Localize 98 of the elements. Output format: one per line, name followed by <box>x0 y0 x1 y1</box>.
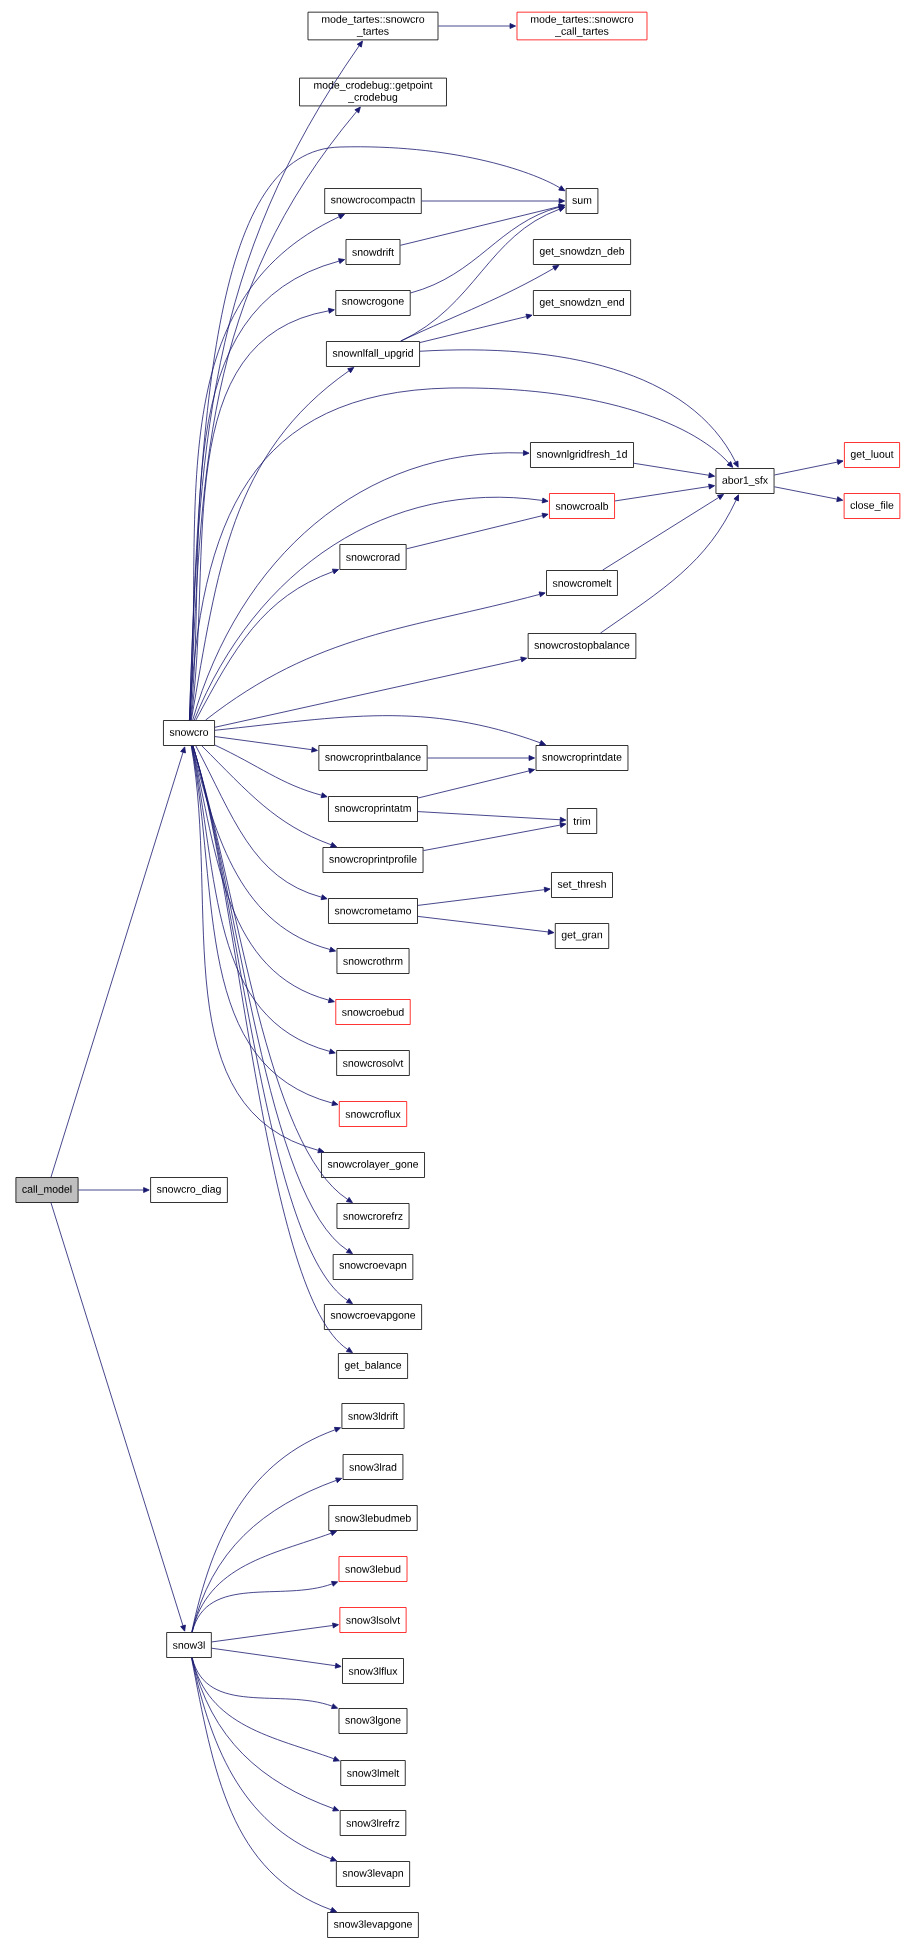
arrow <box>193 496 549 721</box>
function-box: snowcroprintatm <box>328 796 418 822</box>
arrow <box>201 745 337 848</box>
function-box: snownlgridfresh_1d <box>530 442 634 468</box>
function-box: close_file <box>843 493 901 519</box>
function-box: snow3lrad <box>342 1454 404 1480</box>
function-box: get_gran <box>554 923 610 949</box>
arrow <box>427 755 535 761</box>
function-box: snow3levapgone <box>327 1912 419 1938</box>
function-box: snowcroprintdate <box>535 745 629 771</box>
function-box: snowcrostopbalance <box>527 633 637 659</box>
arrow <box>192 450 530 721</box>
arrow <box>214 656 528 728</box>
arrow <box>191 745 339 1106</box>
arrow <box>417 811 567 823</box>
arrow <box>400 265 560 342</box>
arrow <box>417 768 536 799</box>
function-box: snowcroalb <box>549 493 615 519</box>
arrow <box>417 916 555 935</box>
function-box: snowcroprintprofile <box>322 847 424 873</box>
arrow <box>400 203 566 246</box>
arrow <box>406 512 549 550</box>
function-box: sum <box>565 188 599 214</box>
function-box: call_model <box>15 1177 79 1203</box>
arrow <box>633 462 715 479</box>
function-box: get_balance <box>338 1353 408 1379</box>
arrow <box>211 1647 342 1669</box>
function-box: snow3lmelt <box>340 1760 406 1786</box>
arrow <box>195 745 328 901</box>
function-box: snowdrift <box>345 239 401 265</box>
function-box: snowcrosolvt <box>336 1050 410 1076</box>
arrow <box>400 206 566 342</box>
function-box: snow3lsolvt <box>339 1607 407 1633</box>
function-box: snowcrolayer_gone <box>321 1152 425 1178</box>
function-box: snowcroevapgone <box>324 1304 422 1330</box>
function-box: get_luout <box>844 442 900 468</box>
function-box: snowcrocompactn <box>324 188 422 214</box>
function-box: snowcroprintbalance <box>318 745 428 771</box>
arrow <box>214 715 546 746</box>
function-box: snowcrometamo <box>328 898 418 924</box>
arrow <box>191 1530 337 1633</box>
arrow <box>602 494 724 571</box>
function-box: abor1_sfx <box>715 468 775 494</box>
function-box: mode_crodebug::getpoint _crodebug <box>299 77 447 107</box>
arrow <box>191 1657 338 1709</box>
function-box: mode_tartes::snowcro _call_tartes <box>516 11 648 41</box>
arrow <box>191 1657 337 1913</box>
function-box: snowcrogone <box>335 290 411 316</box>
function-box: snow3ldrift <box>341 1403 405 1429</box>
function-box: snowcrorefrz <box>336 1203 410 1229</box>
function-box: snow3lebudmeb <box>328 1505 418 1531</box>
arrow <box>191 1426 341 1633</box>
arrow <box>438 23 516 29</box>
arrow <box>774 459 844 476</box>
arrow <box>419 313 533 343</box>
arrow <box>419 349 739 468</box>
arrow <box>195 568 339 721</box>
function-box: snow3lflux <box>342 1658 404 1684</box>
arrow <box>190 367 355 721</box>
function-box: snownlfall_upgrid <box>326 341 420 367</box>
arrow <box>191 1581 338 1633</box>
arrow <box>214 736 318 753</box>
function-box: trim <box>566 808 598 834</box>
function-box: set_thresh <box>551 872 613 898</box>
function-box: get_snowdzn_end <box>533 290 631 316</box>
function-box: snowcroflux <box>338 1101 408 1127</box>
arrow <box>423 822 567 851</box>
function-box: snow3lrefrz <box>339 1810 407 1836</box>
function-box: snow3lgone <box>338 1708 408 1734</box>
function-box: snowcro <box>163 720 215 746</box>
function-box: snowcrorad <box>339 544 407 570</box>
function-box: snow3levapn <box>335 1861 411 1887</box>
arrow <box>211 1622 339 1643</box>
function-box: snowcrothrm <box>336 948 410 974</box>
arrow <box>190 745 325 1154</box>
arrow <box>774 486 844 502</box>
function-box: snowcroevapn <box>332 1254 414 1280</box>
function-box: get_snowdzn_deb <box>533 239 631 265</box>
function-box: snowcroebud <box>335 999 411 1025</box>
arrow <box>600 494 739 634</box>
arrow <box>191 745 336 1055</box>
function-box: snowcromelt <box>546 570 618 596</box>
arrow <box>191 1657 337 1862</box>
arrow <box>421 198 566 204</box>
function-box: snow3l <box>166 1632 212 1658</box>
arrow <box>50 746 186 1178</box>
arrow <box>614 483 715 502</box>
arrow <box>410 204 566 294</box>
function-box: snow3lebud <box>338 1556 408 1582</box>
arrow <box>78 1187 150 1193</box>
arrow <box>50 1202 186 1632</box>
arrow <box>190 307 335 721</box>
arrow <box>417 886 551 906</box>
arrow <box>205 591 546 721</box>
function-box: mode_tartes::snowcro _tartes <box>307 11 439 41</box>
arrow <box>189 387 734 721</box>
function-box: snowcro_diag <box>150 1177 228 1203</box>
arrow <box>214 744 328 799</box>
